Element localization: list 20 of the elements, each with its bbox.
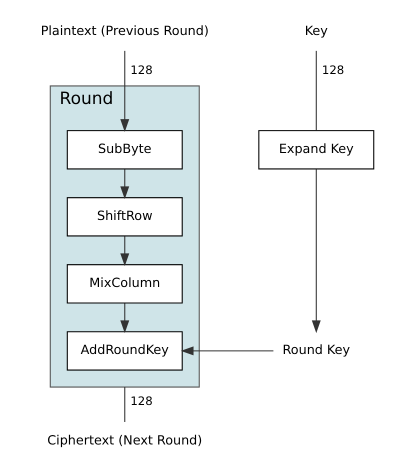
node-box: MixColumn <box>66 264 183 304</box>
edge-label: 128 <box>130 394 153 408</box>
arrow <box>312 169 321 334</box>
edge-label: 128 <box>322 63 344 78</box>
arrow <box>120 303 130 334</box>
arrow <box>120 236 130 266</box>
node-box: Expand Key <box>258 130 374 170</box>
node-box: ShiftRow <box>66 197 183 236</box>
node-box: SubByte <box>66 130 183 170</box>
node-box: AddRoundKey <box>66 331 183 371</box>
node-text: Ciphertext (Next Round) <box>47 434 202 449</box>
connector <box>316 50 317 130</box>
arrow <box>120 50 130 132</box>
node-text: Plaintext (Previous Round) <box>40 24 209 39</box>
node-text: Round Key <box>282 343 350 358</box>
edge-label: 128 <box>130 63 153 78</box>
arrow <box>180 346 274 356</box>
connector <box>124 387 126 422</box>
arrow <box>120 169 130 200</box>
node-text: Key <box>304 24 328 39</box>
